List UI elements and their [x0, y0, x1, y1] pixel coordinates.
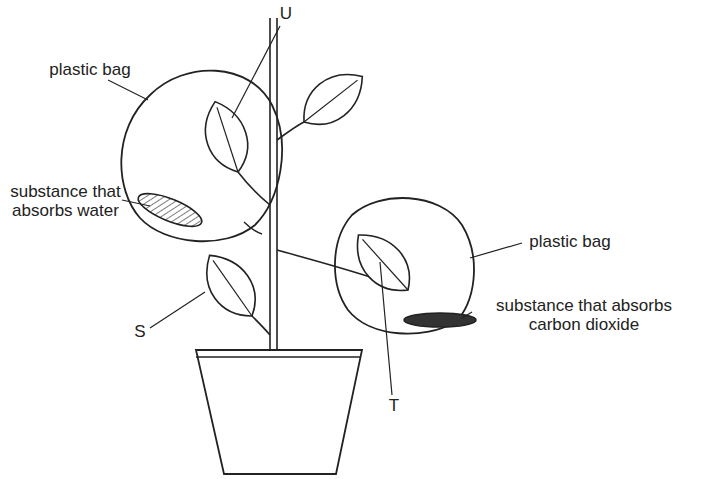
- carbon-dioxide-absorber: [404, 313, 476, 327]
- part-label: plastic bag: [520, 232, 620, 251]
- leaf: [292, 60, 375, 137]
- part-label: substance that absorbs carbon dioxide: [474, 296, 694, 334]
- plastic-bag: [121, 71, 282, 242]
- part-letter: U: [276, 4, 296, 23]
- leader-lines: [108, 26, 522, 395]
- water-absorber: [134, 187, 205, 233]
- leaf-s: [193, 244, 268, 327]
- part-letter: S: [130, 322, 150, 341]
- leaf-u: [196, 96, 257, 179]
- part-label: plastic bag: [40, 60, 140, 79]
- flower-pot: [196, 350, 362, 474]
- part-letter: T: [384, 396, 404, 415]
- part-label: substance that absorbs water: [8, 182, 123, 220]
- stem: [270, 18, 277, 350]
